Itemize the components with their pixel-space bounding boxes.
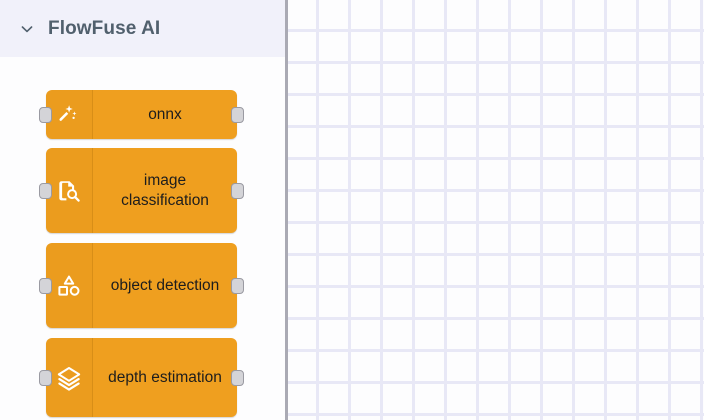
palette-node-label: onnx (148, 105, 182, 123)
node-output-port[interactable] (231, 369, 244, 386)
node-input-port[interactable] (39, 277, 52, 294)
palette-node-object-detection[interactable]: object detection (39, 243, 244, 328)
palette-node-list: onnx image classification (0, 57, 285, 420)
layers-icon (46, 338, 93, 417)
palette-node-label: depth estimation (108, 368, 222, 386)
chevron-down-icon[interactable] (14, 16, 40, 42)
palette-node-label: image classification (121, 171, 209, 209)
document-magnifier-icon (46, 148, 93, 233)
palette-category-title: FlowFuse AI (48, 17, 161, 39)
node-input-port[interactable] (39, 369, 52, 386)
node-palette-sidebar: FlowFuse AI onnx (0, 0, 285, 420)
palette-node-label: object detection (110, 276, 220, 294)
magic-wand-sparkle-icon (46, 90, 93, 139)
node-input-port[interactable] (39, 182, 52, 199)
node-output-port[interactable] (231, 106, 244, 123)
palette-node-depth-estimation[interactable]: depth estimation (39, 338, 244, 417)
palette-canvas-divider[interactable] (285, 0, 288, 420)
shapes-icon (46, 243, 93, 328)
canvas-grid-background[interactable] (288, 0, 704, 420)
palette-node-image-classification[interactable]: image classification (39, 148, 244, 233)
flow-canvas[interactable] (285, 0, 704, 420)
node-output-port[interactable] (231, 277, 244, 294)
palette-node-onnx[interactable]: onnx (39, 90, 244, 139)
palette-category-header-flowfuse-ai[interactable]: FlowFuse AI (0, 0, 285, 57)
node-output-port[interactable] (231, 182, 244, 199)
node-input-port[interactable] (39, 106, 52, 123)
